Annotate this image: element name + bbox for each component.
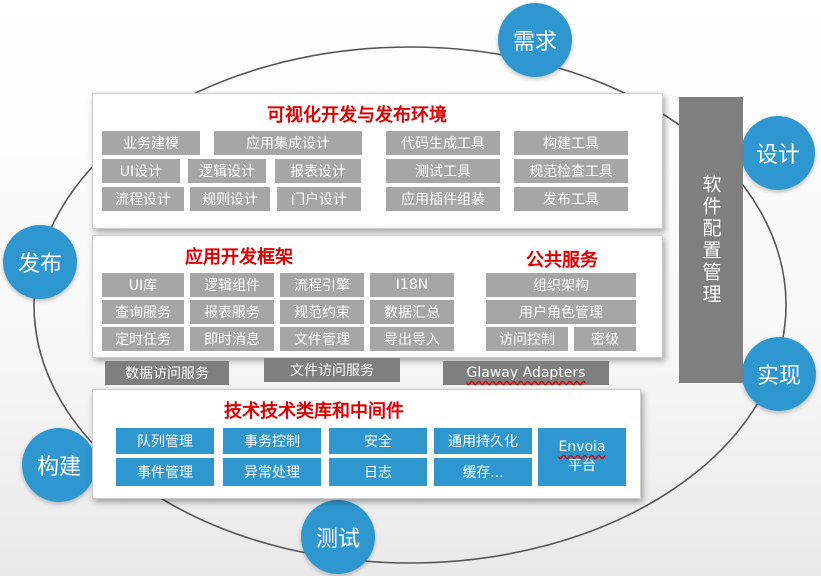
visual-env-item: 流程设计 — [101, 186, 185, 212]
visual-env-item: 逻辑设计 — [187, 158, 267, 184]
framework-item: 逻辑组件 — [189, 272, 275, 298]
visual-env-item: 业务建模 — [101, 130, 201, 156]
glaway-adapters-label: Glaway Adapters — [466, 365, 586, 381]
cycle-build-node: 构建 — [22, 428, 96, 502]
visual-env-tool: 代码生成工具 — [385, 130, 501, 156]
middleware-item: 队列管理 — [115, 427, 215, 455]
visual-env-tool: 测试工具 — [385, 158, 501, 184]
envoia-platform: Envoia 平台 — [537, 427, 627, 487]
visual-env-item: 规则设计 — [189, 186, 271, 212]
framework-item: 规范约束 — [279, 299, 365, 325]
app-framework-title: 应用开发框架 — [185, 247, 293, 268]
framework-item: I18N — [369, 272, 455, 298]
public-service-item: 用户角色管理 — [485, 299, 637, 325]
cycle-requirements-node: 需求 — [498, 3, 572, 77]
middleware-title: 技术技术类库和中间件 — [224, 401, 404, 422]
public-service-item: 组织架构 — [485, 272, 637, 298]
middleware-item: 安全 — [328, 427, 428, 455]
middleware-item: 异常处理 — [222, 457, 322, 487]
framework-item: 流程引擎 — [279, 272, 365, 298]
middleware-item: 事件管理 — [115, 457, 215, 487]
public-service-item: 访问控制 — [485, 326, 569, 352]
visual-env-item: 应用集成设计 — [213, 130, 363, 156]
visual-env-tool: 发布工具 — [513, 186, 629, 212]
visual-env-item: 报表设计 — [274, 158, 362, 184]
framework-item: 数据汇总 — [369, 299, 455, 325]
config-management-bar: 软件配置管理 — [679, 97, 743, 383]
framework-item: 导出导入 — [369, 326, 455, 352]
config-management-label: 软件配置管理 — [699, 174, 722, 306]
middleware-item: 通用持久化 — [433, 427, 533, 455]
visual-env-tool: 构建工具 — [513, 130, 629, 156]
envoia-name: Envoia — [558, 439, 606, 455]
cycle-build-label: 构建 — [36, 455, 81, 480]
cycle-testing-node: 测试 — [301, 500, 375, 574]
envoia-platform-label: 平台 — [568, 458, 596, 474]
visual-env-tool: 应用插件组装 — [385, 186, 501, 212]
cycle-requirements-label: 需求 — [512, 30, 557, 55]
cycle-implementation-label: 实现 — [756, 364, 801, 389]
framework-item: 即时消息 — [189, 326, 275, 352]
glaway-adapters: Glaway Adapters — [443, 361, 609, 385]
framework-item: 定时任务 — [101, 326, 185, 352]
cycle-design-label: 设计 — [755, 143, 800, 168]
visual-env-tool: 规范检查工具 — [513, 158, 629, 184]
framework-item: 查询服务 — [101, 299, 185, 325]
file-access-service: 文件访问服务 — [264, 358, 400, 382]
cycle-release-node: 发布 — [3, 225, 77, 299]
framework-item: 报表服务 — [189, 299, 275, 325]
middleware-item: 缓存... — [433, 457, 533, 487]
visual-env-item: UI设计 — [101, 158, 181, 184]
middleware-item: 日志 — [328, 457, 428, 487]
cycle-implementation-node: 实现 — [742, 337, 816, 411]
data-access-service: 数据访问服务 — [105, 361, 229, 385]
cycle-design-node: 设计 — [741, 116, 815, 190]
framework-item: 文件管理 — [279, 326, 365, 352]
visual-env-item: 门户设计 — [276, 186, 362, 212]
cycle-release-label: 发布 — [17, 252, 62, 277]
public-service-item: 密级 — [573, 326, 637, 352]
visual-env-title: 可视化开发与发布环境 — [267, 105, 447, 126]
framework-item: UI库 — [101, 272, 185, 298]
middleware-item: 事务控制 — [222, 427, 322, 455]
cycle-testing-label: 测试 — [315, 527, 360, 552]
public-services-title: 公共服务 — [526, 250, 598, 271]
